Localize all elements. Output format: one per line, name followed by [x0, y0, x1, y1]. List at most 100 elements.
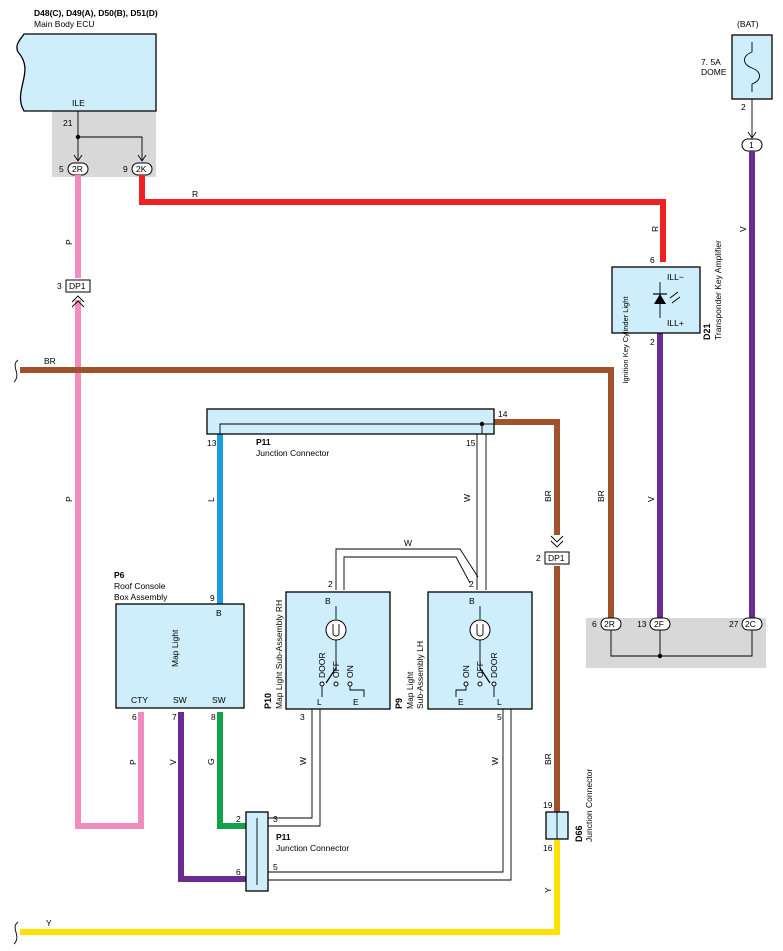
p6-pin-7: 7	[172, 712, 177, 722]
p11-bottom-name: Junction Connector	[276, 843, 349, 853]
wire-brown-label: BR	[44, 356, 56, 366]
wire-pink-label: P	[64, 239, 74, 245]
p9-sw-door: DOOR	[489, 653, 499, 679]
d21-led-rays	[669, 291, 681, 304]
wire-pink-lower	[75, 300, 144, 829]
p9-bulb-filament	[476, 624, 484, 637]
wire-brown-main	[20, 367, 614, 618]
p10-term-e: E	[353, 697, 359, 707]
p9-name-1: Map Light	[405, 671, 415, 709]
wire-yellow	[20, 840, 560, 935]
d21-term-minus: ILL−	[667, 272, 684, 282]
p6-pin-6: 6	[132, 712, 137, 722]
ecu-code: D48(C), D49(A), D50(B), D51(D)	[34, 8, 158, 18]
ground-conn-2r	[600, 617, 622, 631]
d66-code: D66	[574, 825, 584, 842]
p11-bottom-pin-6: 6	[236, 867, 241, 877]
ground-conn-2r-num: 6	[592, 619, 597, 629]
wire-brown-label-2: BR	[596, 490, 606, 502]
p9-term-b: B	[469, 596, 475, 606]
p6-term-sw2: SW	[212, 695, 226, 705]
p9-pin-bottom: 5	[497, 712, 502, 722]
wire-pink-label-3: P	[128, 759, 138, 765]
p10-sw-off: OFF	[331, 661, 341, 678]
p9-name-2: Sub-Assembly LH	[415, 641, 425, 709]
wire-brown-label-4: BR	[543, 753, 553, 765]
brown-break-mark	[13, 359, 19, 383]
p9-code: P9	[394, 698, 404, 709]
p6-term-cty: CTY	[131, 695, 148, 705]
p6-pin-9: 9	[210, 593, 215, 603]
d21-pin-bottom: 2	[650, 337, 655, 347]
dp1-mid-label: DP1	[548, 553, 565, 563]
ground-conn-2f	[649, 617, 671, 631]
wire-violet-label-2: V	[738, 226, 748, 232]
wire-white-label-lh: W	[490, 757, 500, 765]
wire-white-p10-to-p9	[335, 548, 479, 590]
fuse-element	[744, 42, 760, 92]
ecu-arrow-2r	[73, 154, 83, 162]
wire-red	[139, 175, 666, 262]
p6-pin-8: 8	[211, 712, 216, 722]
p10-code: P10	[263, 693, 273, 709]
p10-pin-bottom: 3	[300, 712, 305, 722]
ground-conn-2c-label: 2C	[745, 619, 756, 629]
ecu-conn-2r-label: 2R	[72, 164, 83, 174]
wire-pink-label-2: P	[64, 496, 74, 502]
ecu-junction-dot	[75, 134, 81, 140]
p11-top-box	[206, 408, 495, 435]
dp1-mid-chevron	[550, 535, 564, 548]
ecu-box	[16, 33, 157, 112]
p10-contact-off	[333, 681, 339, 687]
wire-green-label: G	[206, 758, 216, 765]
dp1-top-num: 3	[57, 281, 62, 291]
p11-top-name: Junction Connector	[256, 448, 329, 458]
dp1-top-label: DP1	[69, 281, 86, 291]
d21-term-plus: ILL+	[667, 318, 684, 328]
wire-white-label-rh: W	[298, 757, 308, 765]
wire-violet-label-3: V	[168, 759, 178, 765]
d66-name: Junction Connector	[584, 769, 594, 842]
p9-switch-wires	[455, 686, 495, 697]
p9-term-e: E	[458, 697, 464, 707]
p11-top-pin-14: 14	[498, 409, 508, 419]
wire-white-p10-to-p11b	[268, 709, 321, 827]
p10-sw-door: DOOR	[317, 653, 327, 679]
ecu-internal-branch	[78, 136, 143, 160]
p11-bottom-code: P11	[276, 832, 291, 842]
p10-term-l: L	[317, 697, 322, 707]
wire-red-label: R	[192, 189, 198, 199]
p6-term-b: B	[216, 608, 222, 618]
wire-brown-p11	[494, 419, 560, 535]
p6-name-1: Roof Console	[114, 581, 166, 591]
p10-bulb-icon	[325, 619, 347, 641]
dp1-mid-num: 2	[536, 553, 541, 563]
p10-name: Map Light Sub-Assembly RH	[274, 600, 284, 709]
dp1-top-box	[65, 279, 91, 293]
p10-term-b: B	[325, 596, 331, 606]
wire-blue-label: L	[206, 497, 216, 502]
ground-conn-2f-label: 2F	[654, 619, 664, 629]
p10-contact-door	[319, 681, 325, 687]
d66-pin-top: 19	[543, 800, 553, 810]
p11-bottom-pin-5: 5	[273, 862, 278, 872]
fuse-arrow	[747, 131, 757, 139]
ecu-conn-2r-num: 5	[59, 164, 64, 174]
ecu-conn-2k-num: 9	[123, 164, 128, 174]
wire-yellow-label-2: Y	[543, 887, 553, 893]
p11-bottom-pin-2: 2	[236, 814, 241, 824]
fuse-header: (BAT)	[737, 19, 759, 29]
dp1-top-chevron	[71, 295, 85, 308]
fuse-pin: 2	[741, 102, 746, 112]
ground-conn-2f-num: 13	[637, 619, 647, 629]
ground-conn-2c-num: 27	[729, 619, 739, 629]
p6-inner: Map Light	[170, 629, 180, 667]
ecu-name: Main Body ECU	[34, 19, 94, 29]
ground-conn-2c	[741, 617, 763, 631]
p10-box	[285, 591, 391, 710]
p11-top-pin-13: 13	[207, 438, 217, 448]
fuse-conn-label: 1	[749, 140, 754, 150]
p10-switch-wires	[321, 686, 365, 697]
ecu-arrow-2k	[137, 154, 147, 162]
